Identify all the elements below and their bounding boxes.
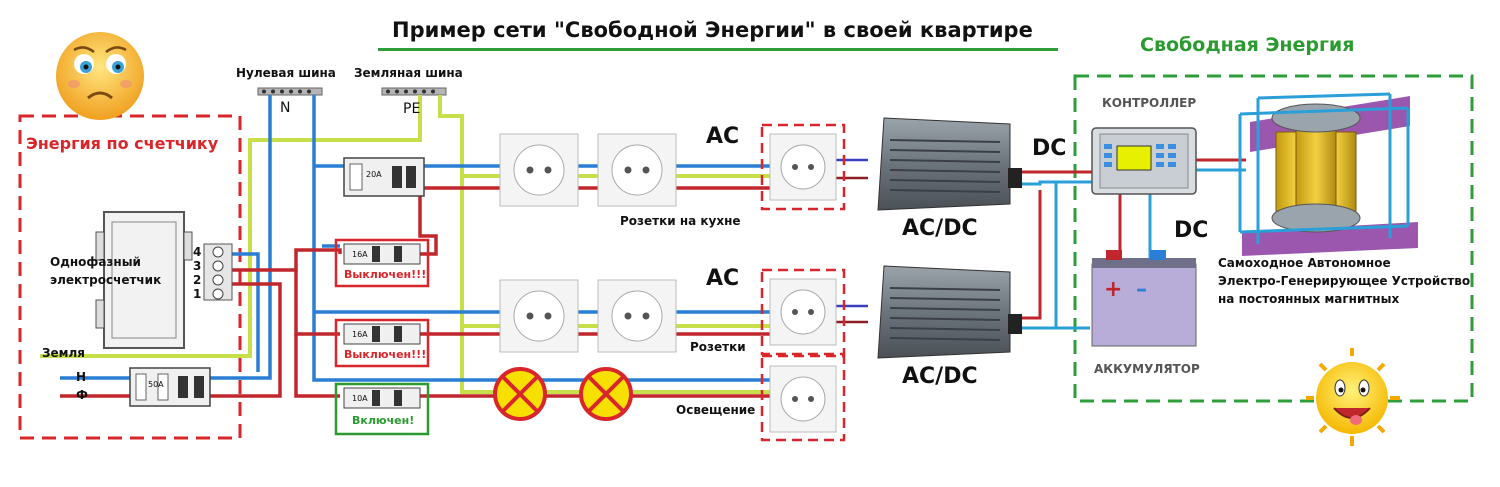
dc-label-1: DC [1032,136,1067,161]
inverter-2 [877,265,1022,359]
breaker-20a [343,157,425,197]
phase-input-label: Ф [76,388,88,402]
breaker-16a-1-rating: 16A [352,250,368,259]
ac-label-2: AC [706,266,740,291]
happy-sun-icon [1306,348,1400,446]
breaker-1-status: Выключен!!! [344,268,427,281]
circuit-kitchen-label: Розетки на кухне [620,214,741,228]
meter-zone-frame [18,114,242,440]
meter-terminal-4: 4 [193,245,202,259]
breaker-10a [343,387,421,409]
svg-text:+: + [1104,277,1122,302]
neutral-bus-mark: N [280,100,291,116]
free-energy-zone-frame [1073,74,1474,403]
socket-kitchen-2 [597,133,677,207]
inverter-1 [877,117,1022,211]
socket-rooms-1 [499,279,579,353]
svg-text:–: – [1136,277,1147,302]
ground-busbar [381,87,447,96]
converter-label-1: AC/DC [902,216,978,241]
ac-label-1: AC [706,124,740,149]
converter-label-2: AC/DC [902,364,978,389]
switch-socket-frame-1 [760,123,846,211]
meter-label-line2: электросчетчик [50,273,162,287]
page-title: Пример сети "Свободной Энергии" в своей … [392,18,1033,42]
generator-label-line3: на постоянных магнитных [1218,292,1400,306]
lamp-icon-1 [493,367,547,421]
breaker-20a-rating: 20A [366,170,382,179]
generator-label-line2: Электро-Генерирующее Устройство [1218,274,1471,288]
sad-face-icon [56,32,144,120]
controller-label: КОНТРОЛЛЕР [1102,96,1197,110]
circuit-rooms-label: Розетки [690,340,746,354]
switch-socket-frame-2 [760,268,846,356]
meter-terminal-1: 1 [193,287,202,301]
electric-meter [95,211,233,349]
ground-bus-label: Земляная шина [354,66,463,80]
meter-label-line1: Однофазный [50,255,141,269]
breaker-off-frame-1 [334,238,430,288]
socket-kitchen-1 [499,133,579,207]
free-energy-title: Свободная Энергия [1140,34,1355,56]
meter-terminal-3: 3 [193,259,202,273]
ground-input-label: Земля [42,346,85,360]
socket-rooms-2 [597,279,677,353]
lamp-icon-2 [579,367,633,421]
dc-label-2: DC [1174,218,1209,243]
meter-zone-title: Энергия по счетчику [26,134,219,153]
switch-socket-frame-3 [760,354,846,442]
battery-label: АККУМУЛЯТОР [1094,362,1200,376]
neutral-bus-label: Нулевая шина [236,66,336,80]
circuit-lighting-label: Освещение [676,403,756,417]
charge-controller [1091,127,1197,195]
socket-switch-2 [769,278,837,346]
magnet-generator [1238,92,1418,256]
breaker-3-status: Включен! [352,414,415,427]
ground-bus-mark: PE [403,101,421,117]
neutral-busbar [257,87,323,96]
generator-label-line1: Самоходное Автономное [1218,256,1391,270]
main-breaker [129,367,211,407]
meter-terminal-2: 2 [193,273,202,287]
breaker-10a-rating: 10A [352,394,368,403]
breaker-2-status: Выключен!!! [344,348,427,361]
breaker-16a-2-rating: 16A [352,330,368,339]
socket-switch-1 [769,133,837,201]
breaker-on-frame [334,382,430,436]
main-breaker-rating: 50A [148,380,164,389]
breaker-16a-1 [343,243,421,265]
socket-switch-3 [769,365,837,433]
breaker-16a-2 [343,323,421,345]
dc-wires [1018,158,1246,330]
title-underline [378,48,1058,51]
neutral-input-label: Н [76,370,87,384]
battery-icon: + – [1091,250,1197,347]
breaker-off-frame-2 [334,318,430,368]
